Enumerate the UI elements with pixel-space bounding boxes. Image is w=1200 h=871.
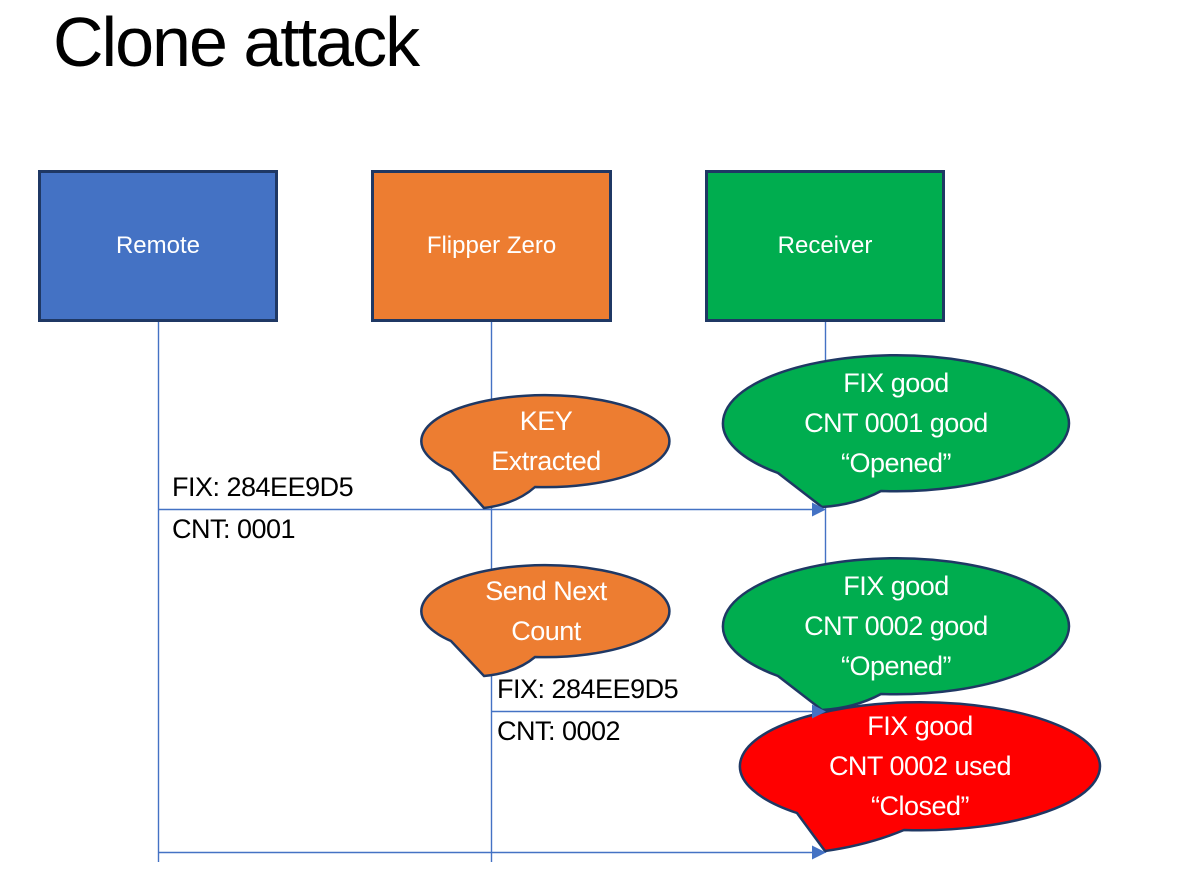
msg2-label-fix: FIX: 284EE9D5 [497, 674, 679, 704]
bubble-line: CNT 0002 used [828, 751, 1012, 781]
arrowhead-msg3 [812, 845, 826, 860]
bubble-line: CNT 0001 good [804, 408, 988, 438]
arrowhead-msg1 [812, 502, 826, 517]
arrowhead-msg2 [812, 704, 826, 719]
slide-title: Clone attack [53, 3, 420, 81]
bubble-line: CNT 0002 good [804, 611, 988, 641]
msg2-label-cnt: CNT: 0002 [497, 716, 621, 746]
bubble-line: FIX good [843, 368, 949, 398]
bubble-line: Extracted [491, 446, 601, 476]
bubble-line: Count [511, 616, 581, 646]
bubble-line: “Opened” [840, 651, 952, 681]
msg1-label-cnt: CNT: 0001 [172, 514, 296, 544]
bubble-line: “Opened” [840, 448, 952, 478]
bubble-text-send-next-count: Send Next Count [422, 569, 670, 653]
bubble-text-cnt-0002-opened: FIX good CNT 0002 good “Opened” [723, 566, 1069, 686]
bubble-text-cnt-0002-closed: FIX good CNT 0002 used “Closed” [740, 706, 1100, 826]
bubble-line: Send Next [485, 576, 607, 606]
bubble-line: KEY [519, 406, 573, 436]
bubble-line: FIX good [867, 711, 973, 741]
actor-label-flipper-zero: Flipper Zero [426, 232, 557, 259]
bubble-line: “Closed” [870, 791, 970, 821]
actor-box-flipper-zero: Flipper Zero [371, 170, 612, 322]
bubble-line: FIX good [843, 571, 949, 601]
bubble-cnt-0002-closed [738, 701, 1102, 853]
bubble-key-extracted [420, 393, 671, 510]
actor-box-receiver: Receiver [705, 170, 945, 322]
msg1-label-fix: FIX: 284EE9D5 [172, 472, 354, 502]
actor-label-receiver: Receiver [777, 232, 873, 259]
bubble-cnt-0001-opened [721, 354, 1071, 509]
actor-label-remote: Remote [115, 232, 201, 259]
bubble-text-cnt-0001-opened: FIX good CNT 0001 good “Opened” [723, 363, 1069, 483]
bubble-cnt-0002-opened [721, 557, 1071, 712]
actor-box-remote: Remote [38, 170, 278, 322]
bubble-text-key-extracted: KEY Extracted [422, 399, 670, 483]
bubble-send-next-count [420, 563, 671, 678]
